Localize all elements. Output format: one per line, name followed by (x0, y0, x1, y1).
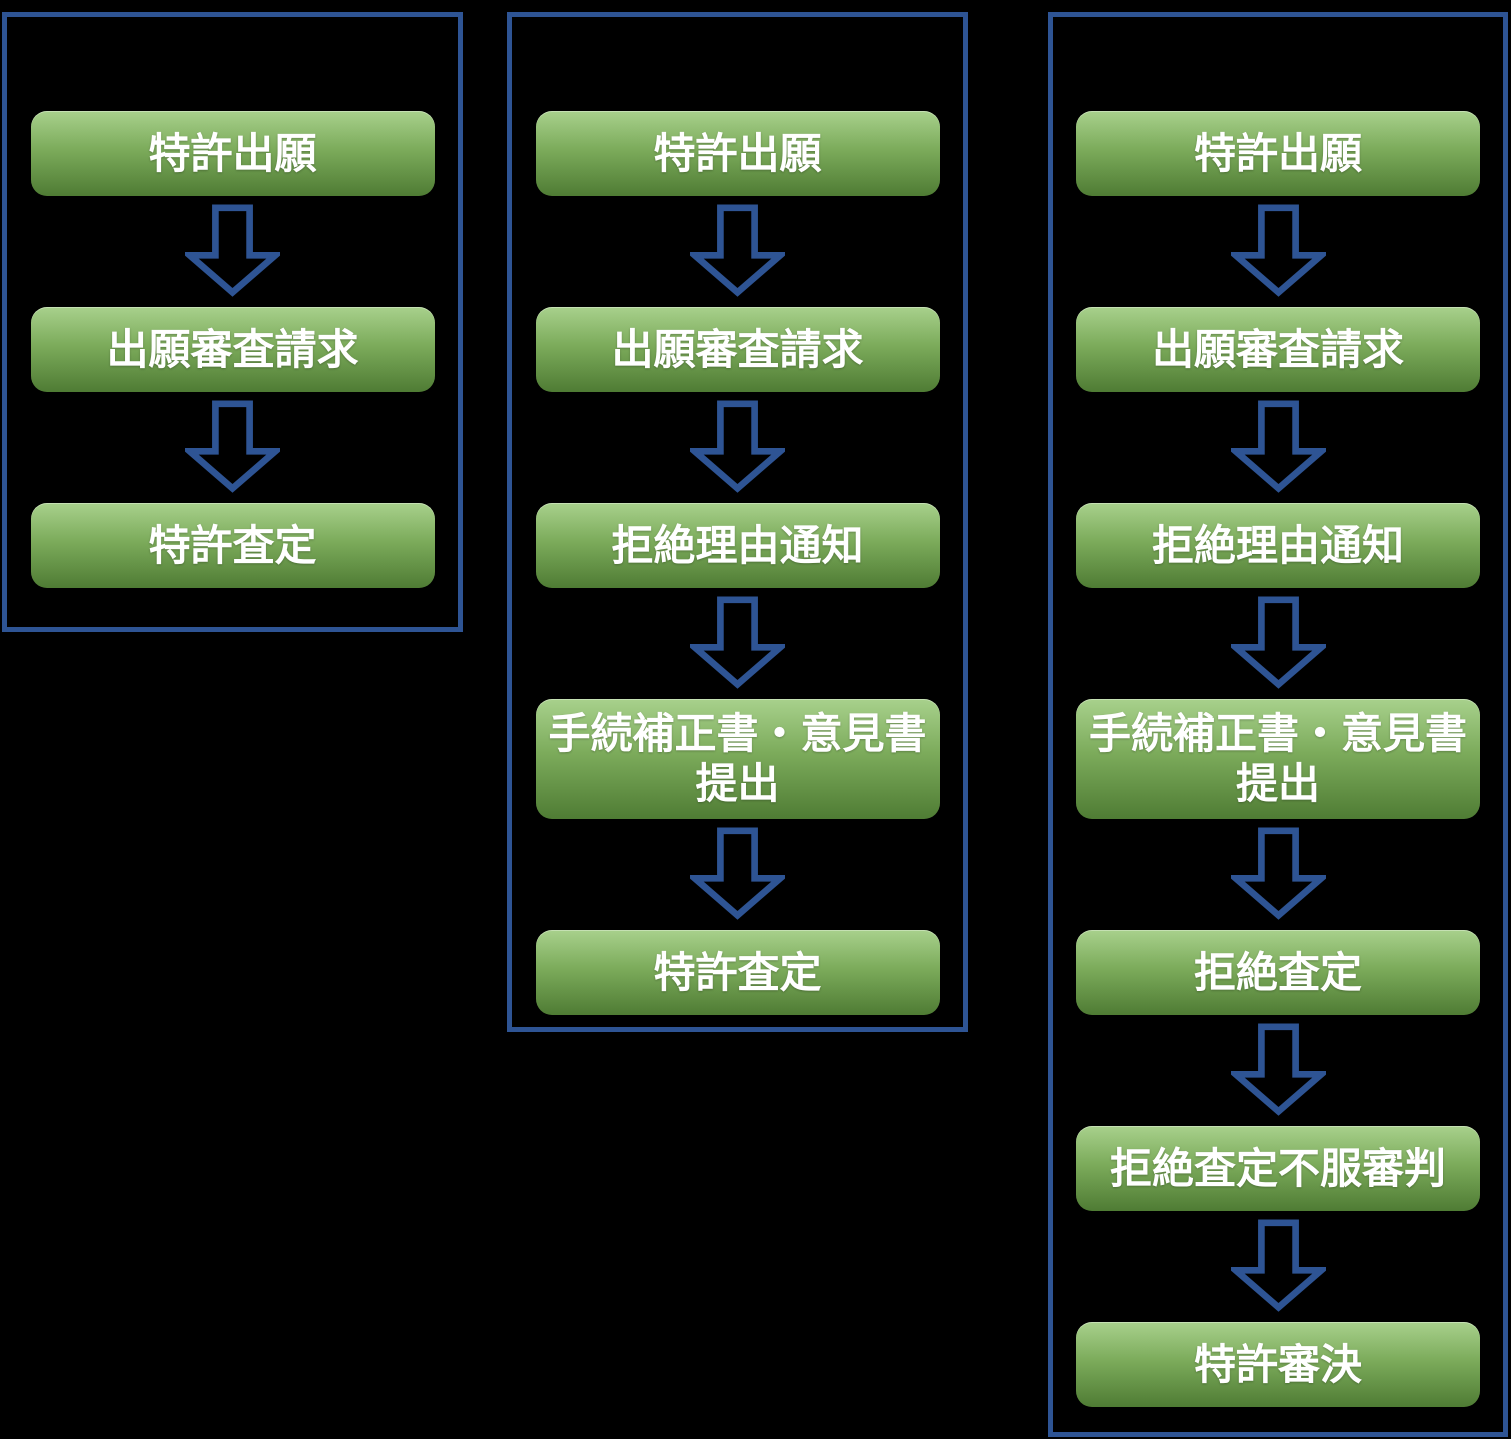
step-box: 拒絶査定 (1076, 930, 1480, 1015)
step-label: 特許審決 (1193, 1340, 1362, 1388)
step-label: 提出 (695, 760, 780, 807)
step-box: 拒絶理由通知 (535, 503, 940, 588)
down-arrow-icon (185, 204, 280, 297)
down-arrow-icon (1230, 596, 1326, 689)
step-box: 特許査定 (30, 503, 435, 588)
step-box: 出願審査請求 (535, 307, 940, 392)
step-label: 特許出願 (1193, 129, 1362, 177)
flow-column-1: 特許出願 出願審査請求 特許査定 (2, 12, 463, 632)
step-box: 出願審査請求 (30, 307, 435, 392)
step-label: 提出 (1235, 760, 1320, 807)
step-box: 特許査定 (535, 930, 940, 1015)
step-box: 拒絶理由通知 (1076, 503, 1480, 588)
down-arrow-icon (1230, 1023, 1326, 1116)
step-box: 手続補正書・意見書 提出 (1076, 699, 1480, 819)
down-arrow-icon (1230, 827, 1326, 920)
step-label: 拒絶査定 (1193, 948, 1362, 996)
step-label: 出願審査請求 (611, 325, 864, 373)
step-label: 拒絶理由通知 (1151, 521, 1404, 569)
step-label: 出願審査請求 (1151, 325, 1404, 373)
down-arrow-icon (690, 400, 785, 493)
step-box: 拒絶査定不服審判 (1076, 1126, 1480, 1211)
down-arrow-icon (690, 827, 785, 920)
step-box: 手続補正書・意見書 提出 (535, 699, 940, 819)
step-box: 特許審決 (1076, 1322, 1480, 1407)
step-label: 特許出願 (653, 129, 822, 177)
down-arrow-icon (1230, 400, 1326, 493)
step-label: 手続補正書・意見書 (1088, 710, 1467, 757)
step-label: 拒絶理由通知 (611, 521, 864, 569)
step-label: 拒絶査定不服審判 (1109, 1144, 1446, 1192)
step-box: 特許出願 (535, 111, 940, 196)
step-label: 特許査定 (148, 521, 317, 569)
down-arrow-icon (185, 400, 280, 493)
down-arrow-icon (690, 204, 785, 297)
step-box: 出願審査請求 (1076, 307, 1480, 392)
down-arrow-icon (1230, 1219, 1326, 1312)
flow-column-2: 特許出願 出願審査請求 拒絶理由通知 手続補正書・意見書 提出 特許査定 (507, 12, 968, 1032)
step-box: 特許出願 (1076, 111, 1480, 196)
step-box: 特許出願 (30, 111, 435, 196)
down-arrow-icon (1230, 204, 1326, 297)
step-label: 出願審査請求 (106, 325, 359, 373)
step-label: 特許査定 (653, 948, 822, 996)
step-label: 特許出願 (148, 129, 317, 177)
step-label: 手続補正書・意見書 (548, 710, 927, 757)
down-arrow-icon (690, 596, 785, 689)
flow-column-3: 特許出願 出願審査請求 拒絶理由通知 手続補正書・意見書 提出 拒絶査定 拒絶査… (1048, 12, 1508, 1437)
